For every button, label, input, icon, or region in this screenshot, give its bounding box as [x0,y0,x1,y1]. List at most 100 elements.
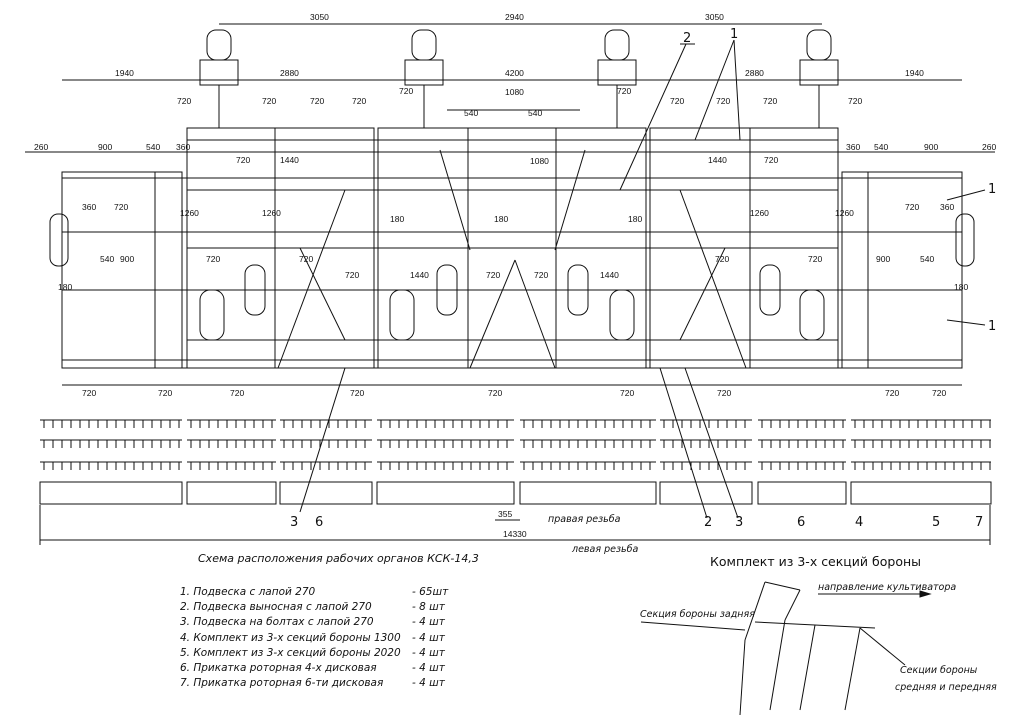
callout-1-right-a: 1 [988,182,996,197]
dim-720: 720 [310,96,324,106]
dim-label: 1080 [505,87,524,97]
legend-item-qty: - 4 шт [412,646,445,659]
dim-1260: 1260 [835,208,854,218]
dim-360: 360 [82,202,96,212]
dim-260: 260 [34,142,48,152]
dim-720: 720 [399,86,413,96]
dim-540: 540 [100,254,114,264]
dim-720: 720 [345,270,359,280]
dim-label: 1940 [115,68,134,78]
dim-720: 720 [534,270,548,280]
legend-item-name: 1. Подвеска с лапой 270 [180,586,316,598]
dim-720: 720 [230,388,244,398]
legend: 1. Подвеска с лапой 270 - 65шт 2. Подвеск… [180,585,462,691]
dim-720: 720 [808,254,822,264]
dim-1080: 1080 [530,156,549,166]
dim-360: 360 [846,142,860,152]
dim-720: 720 [715,254,729,264]
dim-720: 720 [488,388,502,398]
callout-3-left: 3 [290,515,298,530]
dim-720: 720 [620,388,634,398]
dim-720: 720 [670,96,684,106]
dim-720: 720 [717,388,731,398]
harrow-rear-label: Секция бороны задняя [640,609,755,620]
harrow-mid-front-label-2: средняя и передняя [895,682,997,693]
callout-5-bottom: 5 [932,515,940,530]
legend-item-qty: - 8 шт [412,601,445,614]
dim-1440: 1440 [410,270,429,280]
harrow-mid-front-label-1: Секции бороны [900,665,978,676]
dim-1440: 1440 [600,270,619,280]
callout-3-bottom: 3 [735,515,743,530]
callout-2-top: 2 [683,31,691,46]
dim-720: 720 [617,86,631,96]
dim-720: 720 [763,96,777,106]
left-thread-label: левая резьба [571,544,638,555]
dim-720: 720 [236,155,250,165]
dim-355: 355 [498,509,512,519]
callout-7-bottom: 7 [975,515,983,530]
drawing-title: Схема расположения рабочих органов КСК-1… [198,552,479,565]
dim-720: 720 [177,96,191,106]
total-width-dim: 14330 [503,529,527,539]
legend-item: 4. Комплект из 3-х секций бороны 1300- 4… [180,631,462,646]
callout-2-bottom: 2 [704,515,712,530]
dim-720: 720 [486,270,500,280]
harrow-set-title: Комплект из 3-х секций бороны [710,554,922,569]
dim-720: 720 [350,388,364,398]
dim-720: 720 [352,96,366,106]
legend-item: 2. Подвеска выносная с лапой 270 - 8 шт [180,600,462,615]
dim-720: 720 [299,254,313,264]
dim-180: 180 [58,282,72,292]
callout-1-right-b: 1 [988,319,996,334]
legend-item-name: 2. Подвеска выносная с лапой 270 [180,601,372,614]
dim-label: 1940 [905,68,924,78]
legend-item-qty: - 4 шт [412,616,445,629]
dim-180: 180 [628,214,642,224]
dim-label: 2940 [505,12,524,22]
dim-540: 540 [146,142,160,152]
dim-1440: 1440 [280,155,299,165]
dim-360: 360 [176,142,190,152]
dim-label: 540 [464,108,478,118]
legend-item-qty: - 4 шт [412,662,445,675]
dim-900: 900 [924,142,938,152]
legend-item-qty: - 4 шт [412,677,445,690]
dim-540: 540 [874,142,888,152]
legend-item-name: 6. Прикатка роторная 4-х дисковая [180,662,377,675]
dim-900: 900 [876,254,890,264]
dim-720: 720 [262,96,276,106]
dim-1260: 1260 [262,208,281,218]
dim-1440: 1440 [708,155,727,165]
callout-6-bottom: 6 [797,515,805,530]
dim-1260: 1260 [180,208,199,218]
dim-720: 720 [932,388,946,398]
dim-label: 2880 [745,68,764,78]
legend-item-name: 3. Подвеска на болтах с лапой 270 [180,616,374,629]
legend-item-qty: - 65шт [412,586,449,598]
harrow-direction-label: направление культиватора [818,582,956,593]
dim-720: 720 [82,388,96,398]
dim-label: 2880 [280,68,299,78]
dim-label: 3050 [310,12,329,22]
dim-360: 360 [940,202,954,212]
dim-180: 180 [390,214,404,224]
dim-label: 3050 [705,12,724,22]
legend-item: 7. Прикатка роторная 6-ти дисковая - 4 шт [180,676,462,691]
legend-item-name: 7. Прикатка роторная 6-ти дисковая [180,677,384,690]
legend-item: 5. Комплект из 3-х секций бороны 2020- 4… [180,646,462,661]
dim-label: 540 [528,108,542,118]
dim-260: 260 [982,142,996,152]
legend-item-qty: - 4 шт [412,631,445,644]
dim-720: 720 [905,202,919,212]
dim-720: 720 [206,254,220,264]
dim-900: 900 [98,142,112,152]
callout-6-left: 6 [315,515,323,530]
dim-180: 180 [954,282,968,292]
dim-720: 720 [885,388,899,398]
dim-720: 720 [114,202,128,212]
dim-720: 720 [764,155,778,165]
right-thread-label: правая резьба [548,514,621,525]
dim-1260: 1260 [750,208,769,218]
